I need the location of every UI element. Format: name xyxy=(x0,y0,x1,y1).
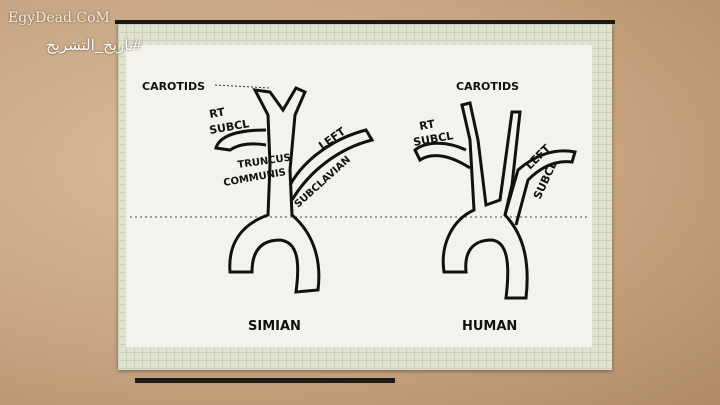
watermark: EgyDead.CoM xyxy=(8,10,110,26)
label-left: LEFT xyxy=(316,125,348,153)
label-rt: RT xyxy=(208,105,226,121)
label-carotids-human: CAROTIDS xyxy=(456,80,519,93)
label-subclavian: SUBCLAVIAN xyxy=(293,154,353,210)
frame-strip xyxy=(135,378,395,383)
label-rt-human: RT xyxy=(418,117,436,133)
title-human: HUMAN xyxy=(462,319,517,334)
label-carotids: CAROTIDS xyxy=(142,80,205,93)
label-subcl-human: SUBCL xyxy=(412,129,454,149)
frame-strip xyxy=(115,20,615,24)
title-simian: SIMIAN xyxy=(248,319,301,334)
simian-vessels xyxy=(214,86,375,294)
hashtag: #تاريخ_التشريح xyxy=(46,37,142,54)
label-communis: COMMUNIS xyxy=(223,167,287,189)
human-vessels xyxy=(413,101,577,300)
